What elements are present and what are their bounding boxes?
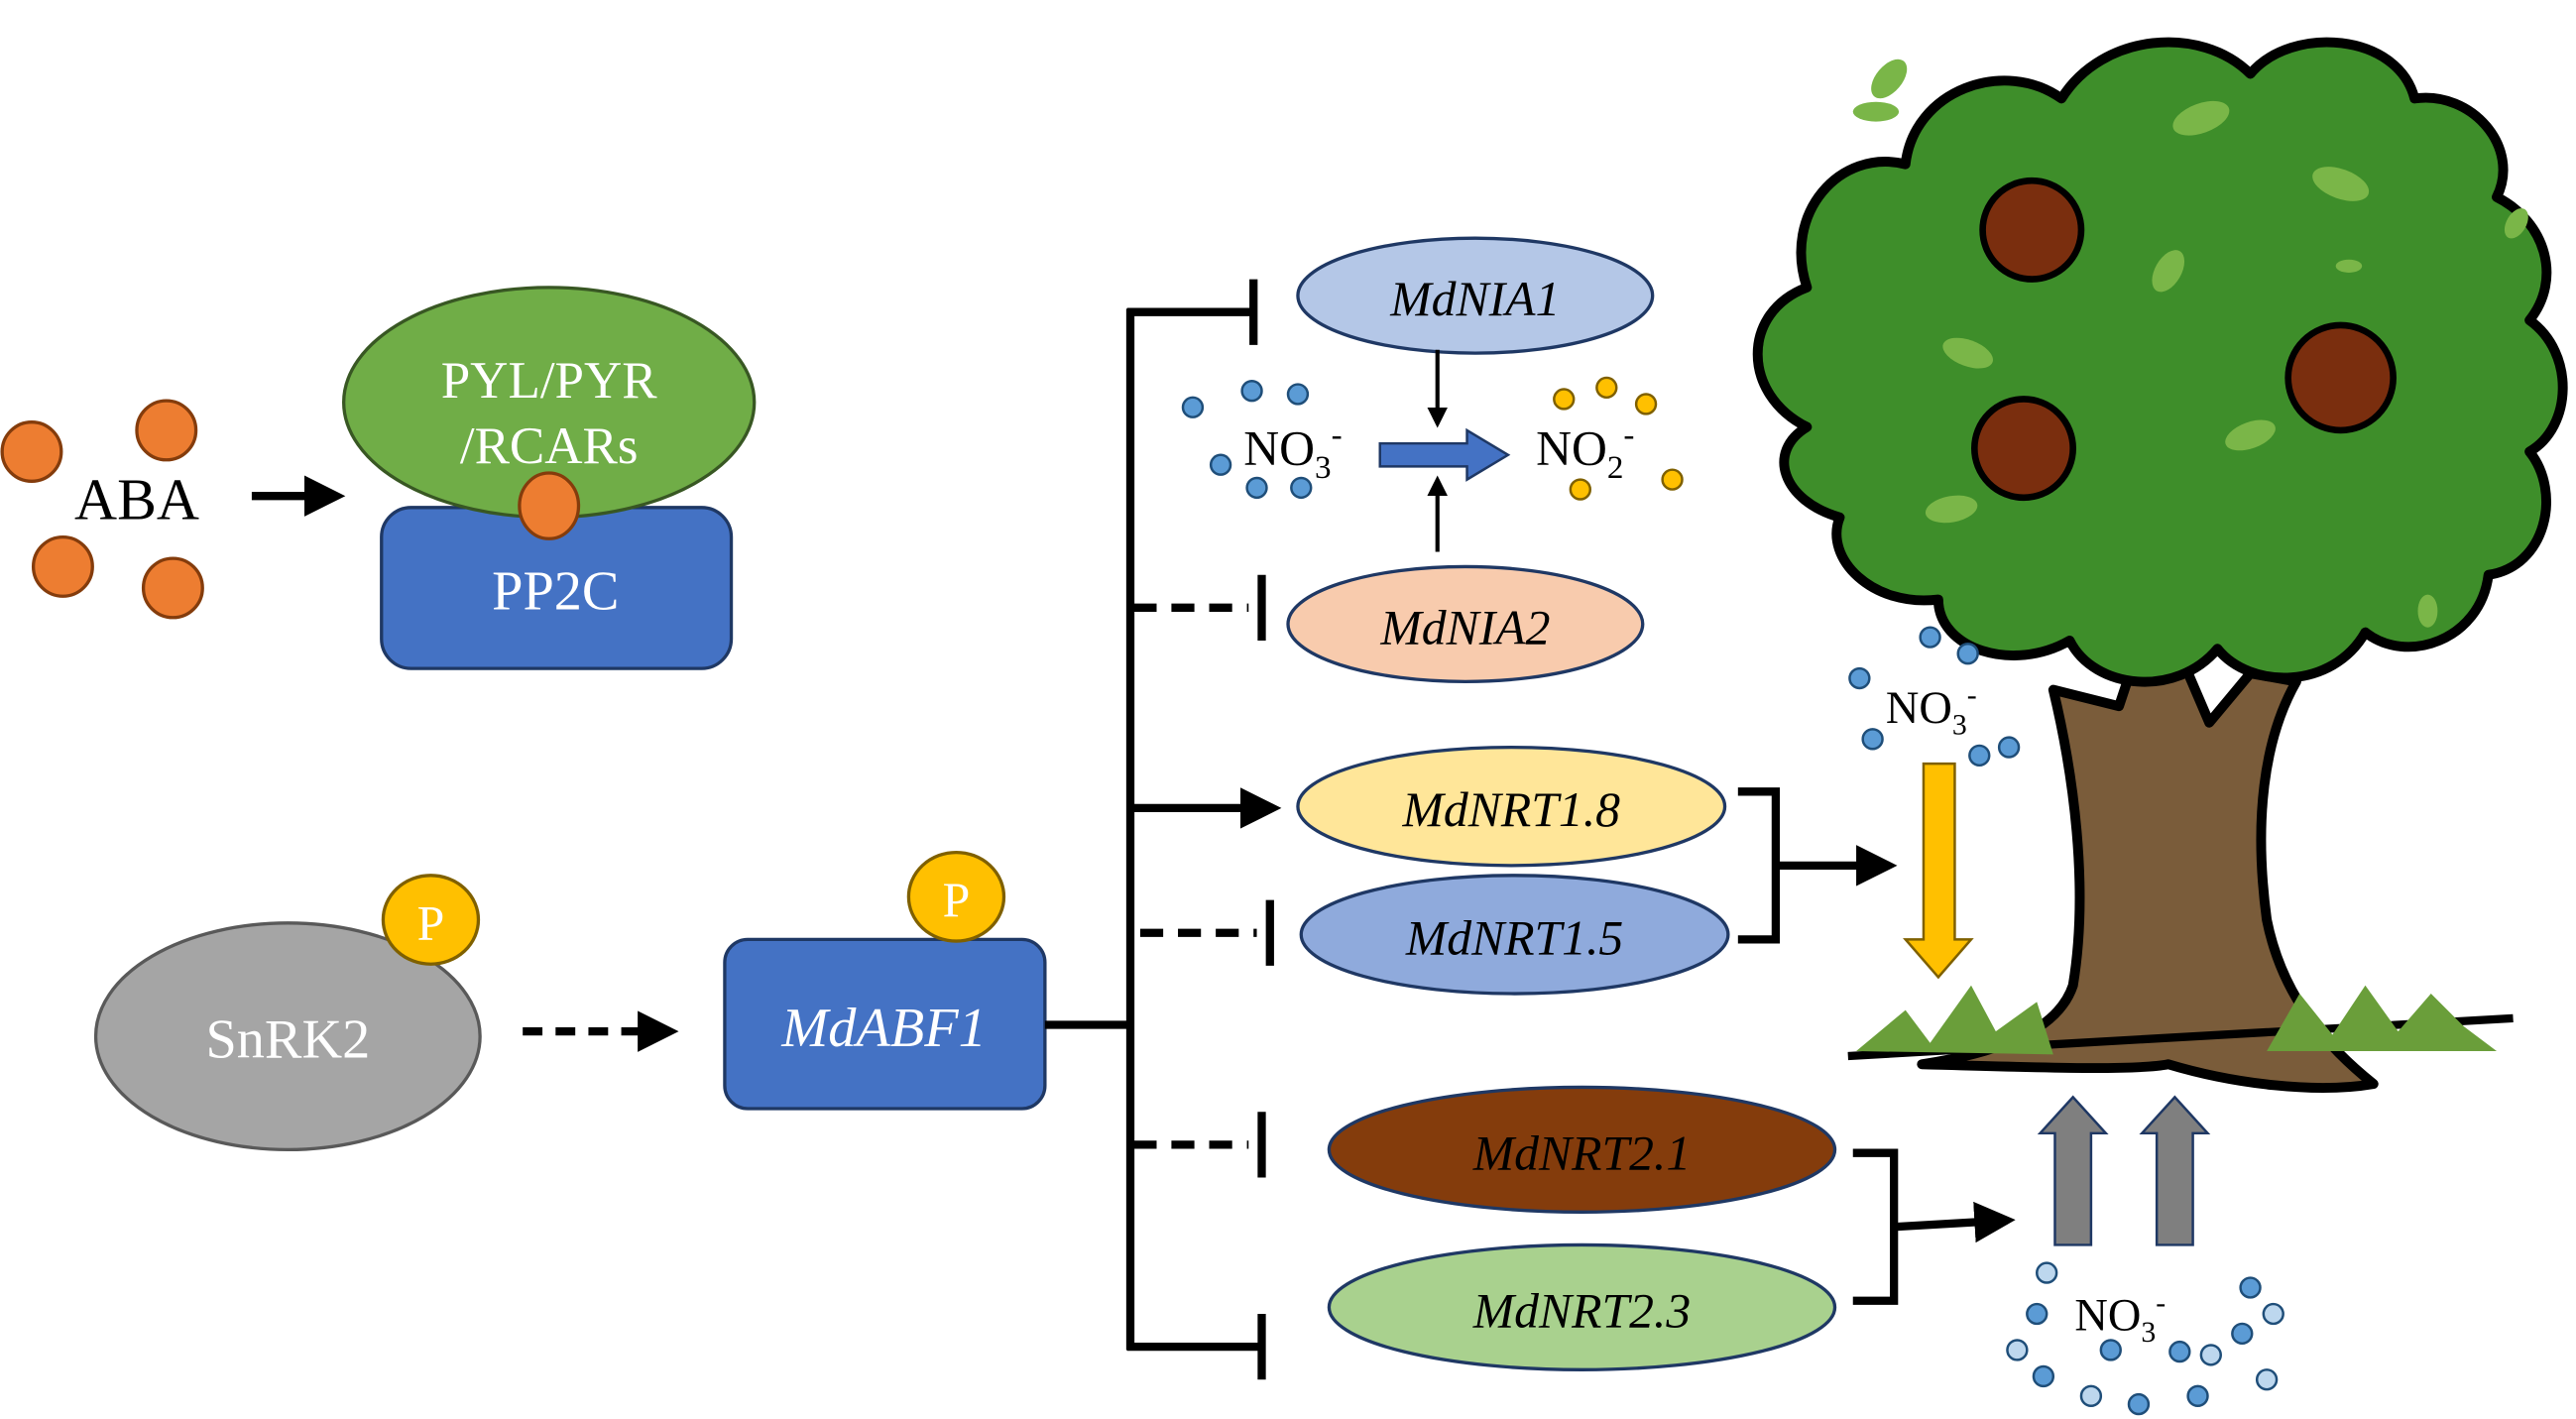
nitrate-dot: [1181, 396, 1205, 418]
nrt18-ellipse: [1296, 745, 1727, 868]
abf1-phospho-label: P: [943, 873, 971, 927]
nitrate-dot: [2036, 1261, 2058, 1284]
nrt23-label: MdNRT2.3: [1472, 1283, 1691, 1338]
nitrate-dot: [1956, 643, 1979, 665]
nitrate-dot: [2006, 1339, 2029, 1361]
nitrite-label: NO2-: [1536, 416, 1634, 486]
nia1-ellipse: [1296, 236, 1655, 355]
nitrate-dot: [1997, 736, 2021, 759]
nrt21-ellipse: [1327, 1085, 1837, 1214]
nrt15-ellipse: [1299, 874, 1730, 996]
snrk2-phospho-icon: [381, 874, 481, 966]
nitrate-dot: [1848, 666, 1871, 690]
aba-dot: [31, 534, 94, 598]
nitrite-dot: [1661, 468, 1684, 491]
apple: [2284, 321, 2397, 434]
root-uptake-arrow-icon: [2139, 1095, 2211, 1246]
nitrite-dots: [1553, 376, 1684, 501]
nrt21-label: MdNRT2.1: [1472, 1125, 1691, 1180]
nia2-label: MdNIA2: [1379, 600, 1550, 654]
bracket-nrt2: [1852, 1148, 2016, 1305]
nitrate-dot: [2199, 1344, 2222, 1366]
nitrate-dots: [1181, 380, 1313, 500]
nitrate-dot: [2127, 1392, 2151, 1416]
regulation-branches: [1044, 279, 1282, 1380]
nitrite-dot: [1595, 376, 1618, 400]
aba-label: ABA: [74, 466, 199, 532]
nitrite-dot: [1569, 478, 1591, 501]
nitrate-dot: [1245, 476, 1268, 500]
nitrate-dot: [2032, 1364, 2055, 1388]
nitrite-dot: [1553, 388, 1576, 411]
apple-tree-illustration: [1752, 37, 2568, 1093]
tree-canopy: [1752, 37, 2568, 687]
canopy-leaves: [1852, 59, 2528, 628]
nitrate-label: NO3-: [1243, 416, 1342, 486]
abf1-label: MdABF1: [780, 998, 986, 1059]
nrt2-to-root-arrow: [1893, 1201, 2016, 1243]
grass-right: [2267, 985, 2497, 1051]
grass-left: [1856, 985, 2053, 1055]
root-nitrate-dots: [2006, 1261, 2284, 1416]
snrk2-label: SnRK2: [205, 1009, 370, 1071]
nitrate-dot: [2099, 1339, 2122, 1361]
nitrate-dot: [2186, 1384, 2209, 1407]
nitrate-dot: [2239, 1276, 2262, 1299]
nitrate-dot: [2262, 1302, 2284, 1326]
shoot-transport-arrow-icon: [1903, 762, 1974, 980]
nrt15-label: MdNRT1.5: [1405, 910, 1623, 965]
nitrate-dot: [1286, 383, 1310, 406]
aba-molecules: [0, 399, 204, 620]
root-nitrate-label: NO3-: [2074, 1286, 2166, 1349]
aba-dot: [135, 399, 198, 462]
nia2-ellipse: [1286, 564, 1645, 683]
nitrate-dot: [1861, 728, 1884, 751]
nia1-label: MdNIA1: [1389, 272, 1560, 326]
nitrate-dot: [2079, 1384, 2103, 1407]
apples: [1971, 177, 2397, 502]
root-uptake-arrow-icon: [2037, 1095, 2109, 1246]
nitrite-dot: [1634, 393, 1658, 415]
snrk2-phospho-label: P: [417, 895, 445, 950]
snrk2-ellipse: [93, 921, 482, 1152]
shoot-nitrate-dots: [1848, 626, 2021, 768]
nitrate-dot: [1968, 744, 1991, 768]
aba-dot: [0, 420, 63, 483]
nitrate-dot: [2026, 1302, 2049, 1326]
tree-trunk: [1917, 651, 2379, 1093]
apple: [1979, 177, 2085, 283]
apple: [1971, 396, 2076, 502]
pp2c-label: PP2C: [492, 560, 619, 622]
nitrate-dot: [1209, 453, 1232, 476]
receptor-label-line2: /RCARs: [460, 417, 639, 475]
bracket-nrt1: [1737, 787, 1898, 944]
nitrate-dot: [1919, 626, 1941, 649]
nitrate-dot: [2231, 1322, 2254, 1346]
aba-dot: [141, 556, 204, 620]
nrt18-label: MdNRT1.8: [1402, 782, 1621, 837]
nitrate-dot: [2168, 1340, 2191, 1363]
abf1-phospho-icon: [906, 850, 1006, 943]
nitrate-dot: [1290, 476, 1313, 500]
nitrate-dot: [2255, 1368, 2279, 1391]
shoot-nitrate-label: NO3-: [1886, 679, 1977, 742]
nitrate-dot: [1240, 380, 1263, 403]
reduction-arrow-icon: [1378, 427, 1511, 482]
receptor-label-line1: PYL/PYR: [441, 352, 658, 410]
bound-aba-dot: [518, 471, 581, 540]
nrt23-ellipse: [1327, 1242, 1837, 1371]
